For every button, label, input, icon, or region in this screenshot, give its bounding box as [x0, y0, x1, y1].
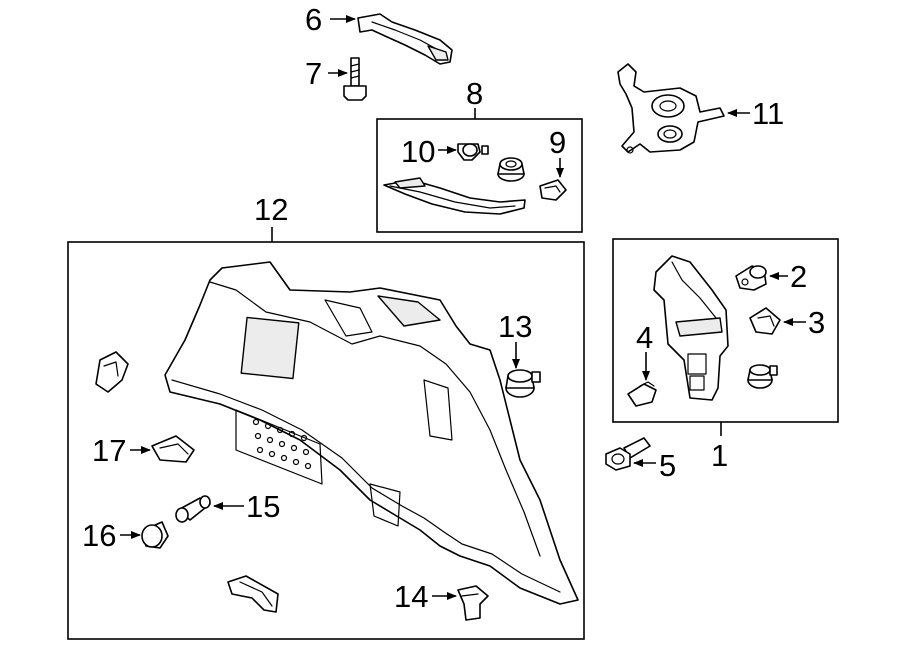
part-15-pin — [175, 495, 211, 523]
callout-10: 10 — [401, 134, 435, 169]
callout-16: 16 — [82, 518, 116, 553]
part-7-bolt — [343, 57, 367, 101]
part-8-box — [376, 118, 583, 233]
callout-1: 1 — [711, 438, 728, 473]
part-12-quarter-trim-panel — [164, 261, 579, 605]
part-3-clip — [749, 307, 781, 335]
part-1-bracket — [653, 255, 729, 401]
callout-15: 15 — [246, 489, 280, 524]
part-9-clip — [539, 179, 567, 201]
part-2-nut — [735, 265, 767, 291]
part-17-clip — [151, 435, 195, 463]
part-5-screw — [605, 437, 651, 471]
part-12-box — [67, 241, 585, 640]
callout-17: 17 — [92, 433, 126, 468]
callout-13: 13 — [498, 309, 532, 344]
part-11-mount — [617, 63, 725, 154]
callout-7: 7 — [305, 56, 322, 91]
part-14-clip — [457, 585, 489, 621]
callout-11: 11 — [752, 96, 784, 131]
callout-5: 5 — [659, 448, 676, 483]
callout-8: 8 — [466, 76, 483, 111]
part-8-grommet — [497, 157, 525, 182]
part-6-bracket — [357, 13, 453, 65]
callout-14: 14 — [394, 579, 428, 614]
part-10-pushpin — [457, 143, 489, 161]
callout-4: 4 — [636, 320, 653, 355]
part-4-clip — [627, 381, 657, 407]
part-1-box — [612, 238, 839, 423]
part-8-trim-piece — [383, 177, 526, 215]
part-13-pushpin — [505, 369, 541, 398]
part-12-clip-left — [95, 351, 129, 393]
part-1-pushpin — [747, 364, 778, 389]
callout-9: 9 — [549, 125, 566, 160]
callout-3: 3 — [808, 305, 825, 340]
callout-12: 12 — [254, 192, 288, 227]
callout-2: 2 — [790, 259, 807, 294]
callout-6: 6 — [305, 2, 322, 37]
part-12-clip-bottom — [227, 575, 279, 613]
vent-grille — [252, 418, 312, 470]
part-16-plug — [141, 521, 169, 549]
